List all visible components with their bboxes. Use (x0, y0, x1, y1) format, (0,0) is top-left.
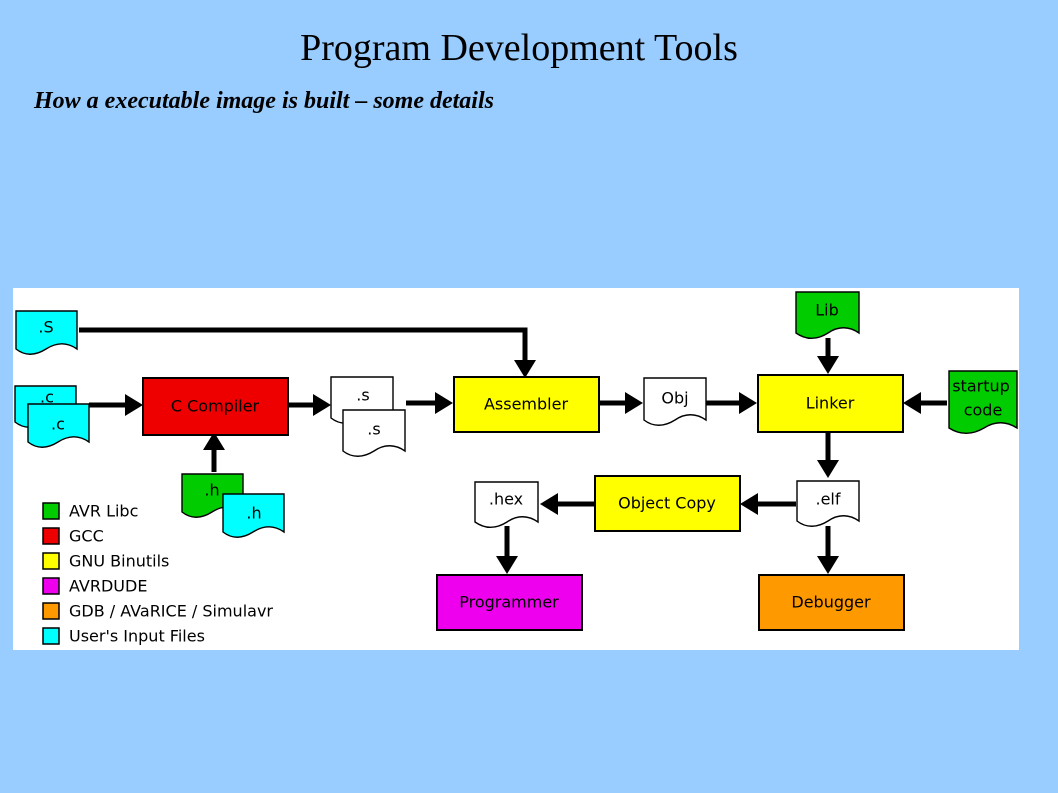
file-s-front-label: .s (367, 420, 380, 439)
legend-item-avrdude: AVRDUDE (42, 577, 147, 596)
legend-label-gdb: GDB / AVaRICE / Simulavr (69, 602, 273, 621)
legend-label-gcc: GCC (69, 527, 104, 546)
legend-label-gnu-binutils: GNU Binutils (69, 552, 169, 571)
legend-item-gnu-binutils: GNU Binutils (42, 552, 169, 571)
legend-label-avrdude: AVRDUDE (69, 577, 147, 596)
file-h-back-label: .h (204, 481, 219, 500)
file-hex: .hex (474, 481, 539, 528)
slide-title: Program Development Tools (300, 27, 738, 69)
legend: AVR Libc GCC GNU Binutils AVRDUDE GDB / … (42, 502, 273, 646)
legend-item-gdb: GDB / AVaRICE / Simulavr (42, 602, 273, 621)
startup-label-line2: code (964, 401, 1003, 420)
file-hex-label: .hex (489, 490, 523, 509)
arrow-s-to-assembler (79, 327, 528, 364)
file-S-input: .S (15, 310, 78, 355)
file-s-back-label: .s (356, 386, 369, 405)
file-c-back-label: .c (40, 388, 54, 407)
file-elf-label: .elf (815, 490, 840, 509)
legend-item-avr-libc: AVR Libc (42, 502, 138, 521)
file-lib-label: Lib (815, 301, 839, 320)
slide-subtitle: How a executable image is built – some d… (34, 88, 494, 114)
file-c-front-label: .c (51, 415, 65, 434)
linker-label: Linker (806, 394, 855, 413)
connector-arrows (79, 327, 947, 574)
file-obj: Obj (643, 377, 707, 426)
object-copy-box: Object Copy (594, 475, 741, 532)
startup-label-line1: startup (952, 377, 1010, 396)
debugger-box: Debugger (758, 574, 905, 631)
legend-label-avr-libc: AVR Libc (69, 502, 138, 521)
programmer-box: Programmer (436, 574, 583, 631)
file-s-front: .s (342, 409, 406, 457)
assembler-label: Assembler (484, 395, 568, 414)
c-compiler-box: C Compiler (142, 377, 289, 436)
legend-label-user-input: User's Input Files (69, 627, 205, 646)
file-h-front-label: .h (246, 504, 261, 523)
file-lib: Lib (795, 291, 860, 339)
programmer-label: Programmer (459, 593, 559, 612)
legend-item-gcc: GCC (42, 527, 104, 546)
file-obj-label: Obj (661, 389, 688, 408)
file-c-front: .c (27, 403, 90, 448)
linker-box: Linker (757, 374, 904, 433)
file-S-label: .S (38, 318, 53, 337)
file-h-front: .h (222, 493, 285, 538)
object-copy-label: Object Copy (618, 494, 716, 513)
assembler-box: Assembler (453, 376, 600, 433)
legend-item-user-input: User's Input Files (42, 627, 205, 646)
file-startup-code: startup code (948, 370, 1018, 434)
file-elf: .elf (796, 480, 860, 527)
debugger-label: Debugger (791, 593, 871, 612)
c-compiler-label: C Compiler (171, 397, 260, 416)
build-flow-diagram: .S .c .c .h .h C Compiler .s .s Assemble… (13, 288, 1019, 650)
